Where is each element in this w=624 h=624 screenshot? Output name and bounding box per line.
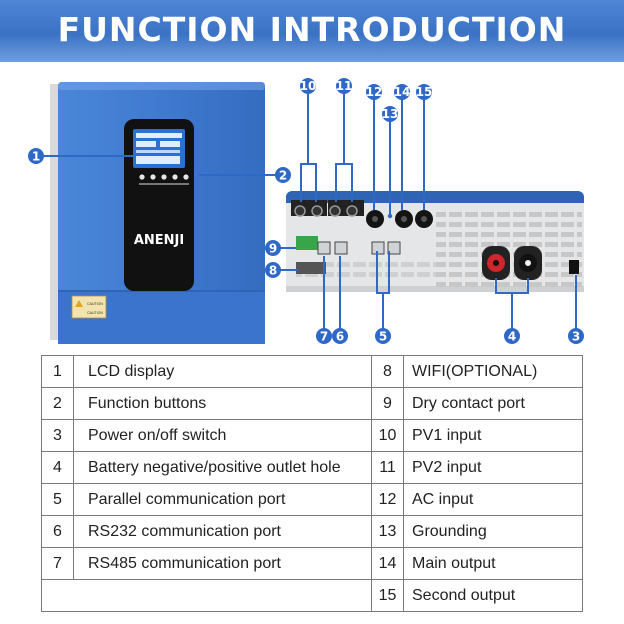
- callout-15: 15: [416, 84, 433, 100]
- table-row: 6 RS232 communication port 13 Grounding: [41, 515, 583, 548]
- feature-label: Main output: [403, 547, 583, 580]
- callout-8: 8: [265, 262, 281, 278]
- svg-text:14: 14: [394, 85, 411, 99]
- svg-text:3: 3: [572, 330, 580, 344]
- svg-text:15: 15: [416, 85, 433, 99]
- feature-number: 1: [41, 355, 74, 388]
- feature-number: 11: [371, 451, 404, 484]
- callout-7: 7: [316, 328, 332, 344]
- feature-label: Second output: [403, 579, 583, 612]
- empty-cell: [41, 579, 372, 612]
- feature-label: RS485 communication port: [73, 547, 372, 580]
- svg-text:7: 7: [320, 330, 328, 344]
- svg-text:9: 9: [269, 242, 277, 256]
- product-illustration: ANENJI CAUTION CAUTION: [28, 78, 584, 344]
- svg-text:4: 4: [508, 330, 516, 344]
- wifi-port: [296, 262, 326, 274]
- feature-label: LCD display: [73, 355, 372, 388]
- callout-5: 5: [375, 328, 391, 344]
- feature-number: 15: [371, 579, 404, 612]
- table-row: 3 Power on/off switch 10 PV1 input: [41, 419, 583, 452]
- feature-label: WIFI(OPTIONAL): [403, 355, 583, 388]
- svg-text:CAUTION: CAUTION: [87, 302, 103, 306]
- table-row: 2 Function buttons 9 Dry contact port: [41, 387, 583, 420]
- callout-badges: 1 2 3 4 5 6 7 8 9 10 11 12 13 14 15: [28, 78, 584, 344]
- title-banner: FUNCTION INTRODUCTION: [0, 0, 624, 62]
- feature-label: Power on/off switch: [73, 419, 372, 452]
- callout-10: 10: [300, 78, 317, 94]
- svg-text:10: 10: [300, 79, 317, 93]
- feature-number: 4: [41, 451, 74, 484]
- feature-number: 6: [41, 515, 74, 548]
- power-switch: [569, 260, 579, 274]
- svg-text:2: 2: [279, 169, 287, 183]
- feature-label: PV1 input: [403, 419, 583, 452]
- function-buttons: [139, 174, 189, 185]
- svg-text:13: 13: [382, 107, 399, 121]
- leader-lines: [44, 94, 577, 329]
- feature-label: Battery negative/positive outlet hole: [73, 451, 372, 484]
- feature-number: 5: [41, 483, 74, 516]
- callout-2: 2: [275, 167, 291, 183]
- table-row: 4 Battery negative/positive outlet hole …: [41, 451, 583, 484]
- svg-text:8: 8: [269, 264, 277, 278]
- caution-label: [71, 295, 107, 319]
- feature-number: 2: [41, 387, 74, 420]
- svg-text:11: 11: [336, 79, 353, 93]
- feature-number: 8: [371, 355, 404, 388]
- callout-3: 3: [568, 328, 584, 344]
- callout-14: 14: [394, 84, 411, 100]
- table-row: 1 LCD display 8 WIFI(OPTIONAL): [41, 355, 583, 388]
- feature-table: 1 LCD display 8 WIFI(OPTIONAL) 2 Functio…: [41, 355, 583, 612]
- feature-label: Function buttons: [73, 387, 372, 420]
- svg-text:CAUTION: CAUTION: [87, 311, 103, 315]
- feature-number: 7: [41, 547, 74, 580]
- dry-contact-port: [296, 236, 318, 250]
- callout-4: 4: [504, 328, 520, 344]
- feature-label: Grounding: [403, 515, 583, 548]
- callout-1: 1: [28, 148, 44, 164]
- feature-number: 14: [371, 547, 404, 580]
- feature-number: 10: [371, 419, 404, 452]
- inverter-bottom-view: [286, 191, 584, 292]
- feature-number: 12: [371, 483, 404, 516]
- callout-11: 11: [336, 78, 353, 94]
- feature-number: 9: [371, 387, 404, 420]
- feature-label: Parallel communication port: [73, 483, 372, 516]
- pv-connectors: [291, 200, 364, 217]
- feature-label: PV2 input: [403, 451, 583, 484]
- table-row: 5 Parallel communication port 12 AC inpu…: [41, 483, 583, 516]
- inverter-front: ANENJI CAUTION CAUTION: [50, 82, 265, 344]
- brand-logo: ANENJI: [134, 233, 184, 248]
- table-row: 15 Second output: [41, 579, 583, 612]
- table-row: 7 RS485 communication port 14 Main outpu…: [41, 547, 583, 580]
- page-title: FUNCTION INTRODUCTION: [57, 10, 567, 49]
- feature-number: 13: [371, 515, 404, 548]
- callout-12: 12: [366, 84, 383, 100]
- feature-label: RS232 communication port: [73, 515, 372, 548]
- svg-text:6: 6: [336, 330, 344, 344]
- callout-9: 9: [265, 240, 281, 256]
- feature-label: Dry contact port: [403, 387, 583, 420]
- battery-terminals: [482, 246, 542, 280]
- svg-text:5: 5: [379, 330, 387, 344]
- feature-label: AC input: [403, 483, 583, 516]
- svg-text:12: 12: [366, 85, 383, 99]
- svg-text:1: 1: [32, 150, 40, 164]
- ac-glands: [366, 210, 433, 228]
- callout-13: 13: [382, 106, 399, 122]
- callout-6: 6: [332, 328, 348, 344]
- feature-number: 3: [41, 419, 74, 452]
